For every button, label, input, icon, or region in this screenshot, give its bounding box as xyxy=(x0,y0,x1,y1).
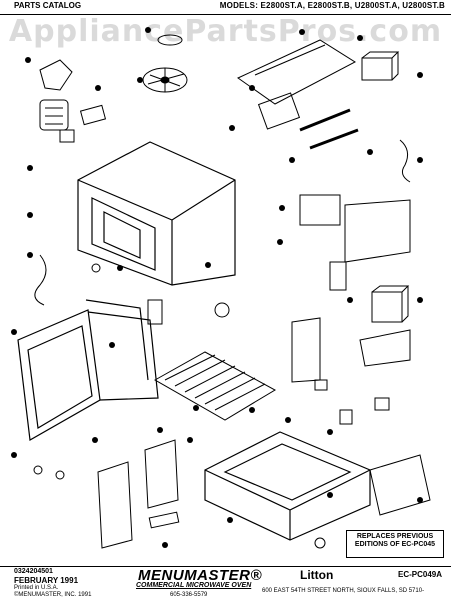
base-pan-drawing xyxy=(204,431,371,541)
capacitor-drawing xyxy=(329,261,347,291)
control-panel-drawing xyxy=(299,194,411,263)
copyright: ©MENUMASTER, INC. 1991 xyxy=(14,592,92,598)
phone-number: 605-336-5579 xyxy=(170,592,208,598)
document-code: EC-PC049A xyxy=(398,570,443,579)
footer-divider xyxy=(0,566,451,567)
door-frame-drawing xyxy=(97,461,133,549)
callout-markers xyxy=(11,27,423,548)
waveguide-drawing xyxy=(257,92,359,150)
transformer-top-drawing xyxy=(361,51,400,81)
shield-drawing xyxy=(359,329,411,367)
top-panel-drawing xyxy=(237,39,357,105)
small-parts-drawing xyxy=(33,129,411,480)
company-address: 600 EAST 54TH STREET NORTH, SIOUX FALLS,… xyxy=(262,588,425,594)
blower-assembly-drawing xyxy=(39,59,73,131)
company-name: Litton xyxy=(300,568,334,582)
switch-bracket-drawing xyxy=(144,439,179,509)
transformer-drawing xyxy=(371,285,410,323)
header-bar: PARTS CATALOG MODELS: E2800ST.A, E2800ST… xyxy=(0,0,451,15)
replaces-notice: REPLACES PREVIOUS EDITIONS OF EC-PC045 xyxy=(346,530,444,558)
cabinet-drawing xyxy=(77,141,236,286)
printed-note: Printed in U.S.A. xyxy=(14,585,59,591)
models-label: MODELS: E2800ST.A, E2800ST.B, U2800ST.A,… xyxy=(219,1,445,10)
filter-plate xyxy=(79,104,107,126)
lamp-drawing xyxy=(148,511,180,529)
publication-date: FEBRUARY 1991 xyxy=(14,576,79,585)
side-panel-drawing xyxy=(369,454,431,516)
watermark: AppliancePartsPros.com xyxy=(8,14,443,49)
catalog-title: PARTS CATALOG xyxy=(14,1,82,10)
bracket-drawing xyxy=(291,317,321,383)
door-drawing xyxy=(17,299,159,441)
shelf-drawing xyxy=(153,351,277,421)
fan-blade-drawing xyxy=(142,34,188,93)
part-number: 0324204501 xyxy=(14,568,53,575)
foot-drawing xyxy=(314,537,326,549)
brand-logo: MENUMASTER® xyxy=(138,567,263,584)
brand-subtitle: COMMERCIAL MICROWAVE OVEN xyxy=(136,582,252,589)
